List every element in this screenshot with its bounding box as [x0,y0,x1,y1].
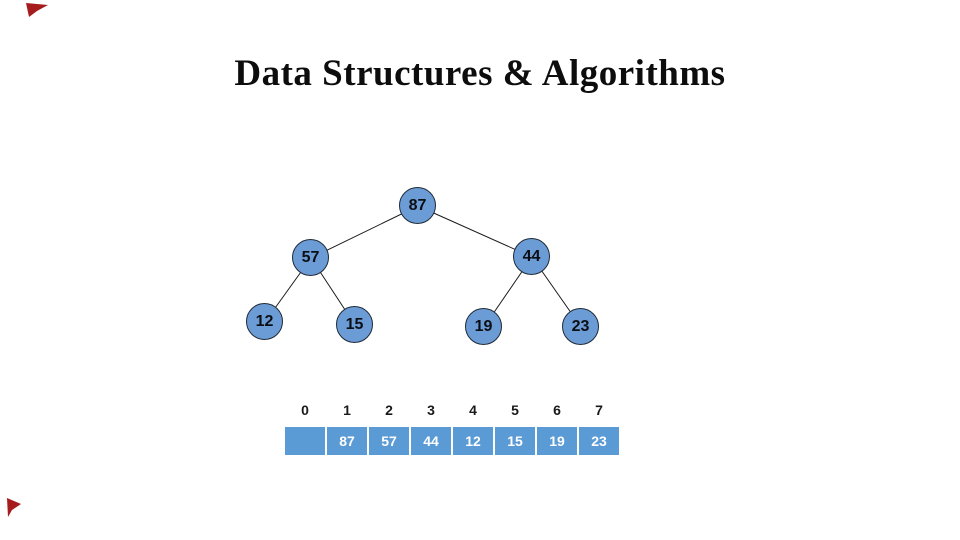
array-index-label: 4 [469,402,477,418]
array-column: 4 12 [453,400,493,455]
array-cell [285,427,325,455]
array-column: 7 23 [579,400,619,455]
array-index-label: 7 [595,402,603,418]
edge-root-left [310,205,419,259]
tree-node-left-left: 12 [246,303,283,340]
array-index-label: 1 [343,402,351,418]
array-column: 2 57 [369,400,409,455]
array-cell: 44 [411,427,451,455]
array-index-label: 6 [553,402,561,418]
array-cell: 23 [579,427,619,455]
array-column: 5 15 [495,400,535,455]
array-index-label: 2 [385,402,393,418]
array-index-label: 5 [511,402,519,418]
array-column: 1 87 [327,400,367,455]
array-index-label: 3 [427,402,435,418]
tree-node-left: 57 [292,239,329,276]
array-cell: 12 [453,427,493,455]
array-index-label: 0 [301,402,309,418]
array-cell: 57 [369,427,409,455]
slide-title: Data Structures & Algorithms [234,53,726,94]
array-cell: 15 [495,427,535,455]
tree-node-root: 87 [399,187,436,224]
edge-root-right [417,205,533,258]
array-column: 6 19 [537,400,577,455]
tree-node-right: 44 [513,238,550,275]
array-representation: 0 1 87 2 57 3 44 4 12 5 15 6 19 7 23 [285,400,619,455]
tree-node-right-left: 19 [465,308,502,345]
tree-node-right-right: 23 [562,308,599,345]
array-column: 0 [285,400,325,455]
tree-node-left-right: 15 [336,306,373,343]
array-cell: 19 [537,427,577,455]
array-cell: 87 [327,427,367,455]
array-column: 3 44 [411,400,451,455]
